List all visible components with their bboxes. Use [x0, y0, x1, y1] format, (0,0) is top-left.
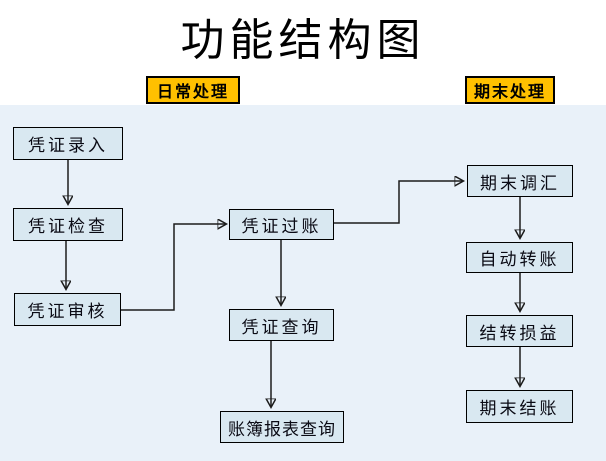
node-voucher-review: 凭证审核 — [14, 293, 121, 326]
node-voucher-posting: 凭证过账 — [229, 209, 334, 240]
node-voucher-entry: 凭证录入 — [13, 127, 123, 160]
node-period-end-fx-adjust: 期末调汇 — [467, 165, 573, 197]
node-auto-transfer: 自动转账 — [466, 242, 573, 273]
node-profit-loss-carryover: 结转损益 — [466, 315, 573, 347]
page-title: 功能结构图 — [180, 16, 426, 65]
node-voucher-query: 凭证查询 — [229, 309, 334, 341]
node-period-end-closing: 期末结账 — [466, 390, 573, 423]
node-book-report-query: 账簿报表查询 — [220, 411, 344, 443]
section-header-daily-processing: 日常处理 — [146, 76, 240, 104]
node-voucher-check: 凭证检查 — [13, 208, 123, 241]
section-header-period-end-processing: 期末处理 — [465, 76, 555, 104]
